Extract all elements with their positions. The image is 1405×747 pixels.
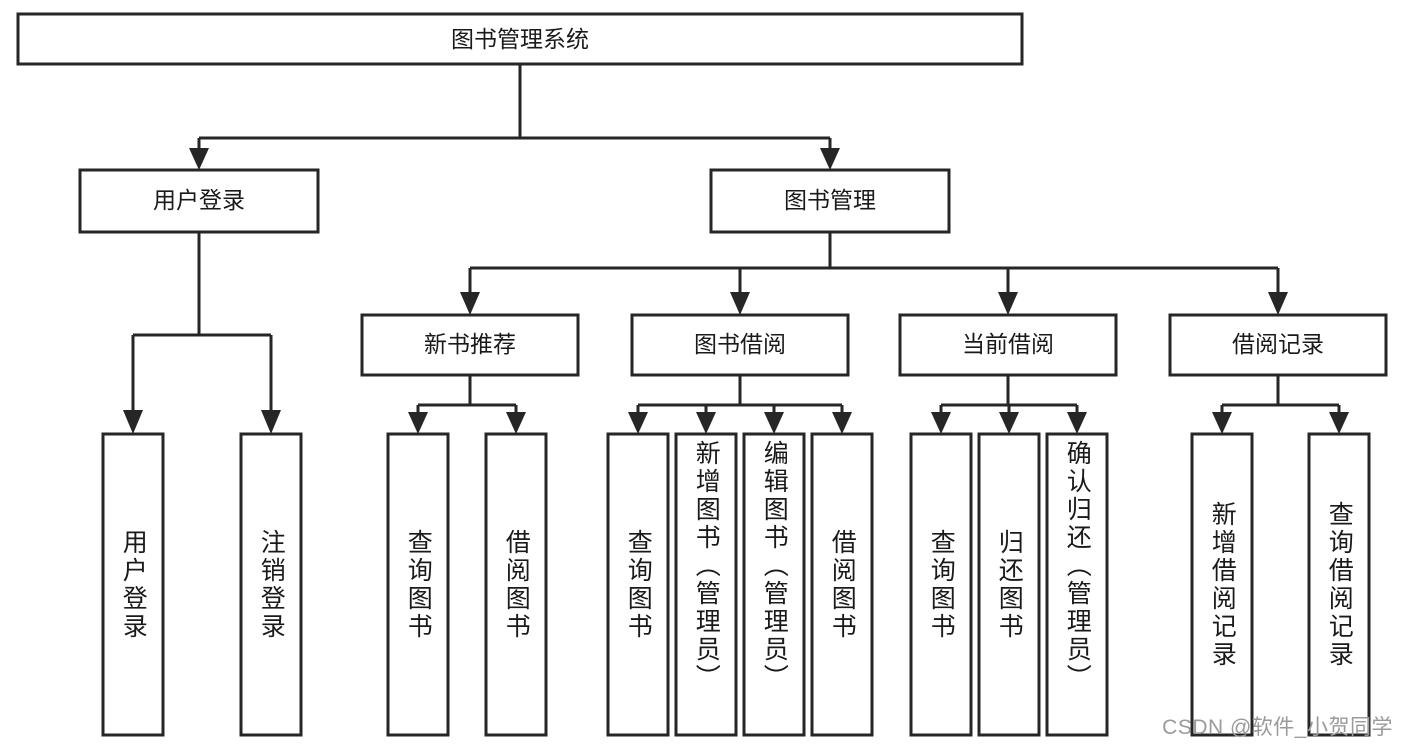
arrowhead-leaf-query-book-1 [408, 412, 428, 434]
arrowhead-book-management [820, 148, 840, 170]
node-box-leaf-return-book[interactable] [977, 432, 1041, 737]
arrowhead-book-borrow [730, 292, 750, 315]
connector-group-user-login [123, 232, 281, 434]
node-box-leaf-query-book-1[interactable] [386, 432, 450, 737]
node-label-book-borrow: 图书借阅 [694, 331, 786, 357]
node-box-user-login[interactable] [78, 168, 320, 234]
node-box-leaf-edit-book[interactable] [742, 432, 806, 737]
node-box-current-borrow[interactable] [898, 313, 1118, 377]
node-box-leaf-borrow-book-1[interactable] [484, 432, 548, 737]
arrowhead-current-borrow [998, 292, 1018, 315]
arrowhead-leaf-borrow-book-2 [832, 412, 852, 434]
connector-group-book-management [460, 232, 1288, 315]
arrowhead-leaf-query-book-3 [931, 412, 951, 434]
node-box-root[interactable] [16, 12, 1024, 66]
node-box-leaf-add-record[interactable] [1190, 432, 1254, 737]
node-label-current-borrow: 当前借阅 [962, 331, 1054, 357]
node-box-new-book-recommend[interactable] [360, 313, 580, 377]
arrowhead-leaf-logout [261, 410, 281, 434]
node-box-leaf-query-book-2[interactable] [606, 432, 670, 737]
arrowhead-user-login [189, 148, 209, 170]
node-label-borrow-record: 借阅记录 [1232, 331, 1324, 357]
node-label-book-management: 图书管理 [784, 187, 876, 213]
arrowhead-leaf-query-record [1329, 412, 1349, 434]
connector-group-book-borrow [628, 375, 852, 434]
node-box-leaf-confirm-return[interactable] [1045, 432, 1109, 737]
node-box-book-borrow[interactable] [630, 313, 850, 377]
connector-group-root [189, 64, 840, 170]
node-box-book-management[interactable] [709, 168, 951, 234]
node-box-leaf-query-record[interactable] [1307, 432, 1371, 737]
node-box-leaf-add-book[interactable] [674, 432, 738, 737]
node-box-leaf-logout[interactable] [239, 432, 303, 737]
arrowhead-leaf-user-login [123, 410, 143, 434]
arrowhead-leaf-confirm-return [1067, 412, 1087, 434]
node-label-root: 图书管理系统 [451, 26, 589, 52]
arrowhead-leaf-query-book-2 [628, 412, 648, 434]
node-box-borrow-record[interactable] [1168, 313, 1388, 377]
arrowhead-leaf-borrow-book-1 [506, 412, 526, 434]
node-label-new-book-recommend: 新书推荐 [424, 331, 516, 357]
arrowhead-new-book-recommend [460, 292, 480, 315]
node-box-leaf-query-book-3[interactable] [909, 432, 973, 737]
connector-group-borrow-record [1212, 375, 1349, 434]
node-box-leaf-user-login[interactable] [101, 432, 165, 737]
node-box-leaf-borrow-book-2[interactable] [810, 432, 874, 737]
connector-group-new-book-recommend [408, 375, 526, 434]
arrowhead-borrow-record [1268, 292, 1288, 315]
csdn-watermark: CSDN @软件_小贺同学 [1162, 716, 1393, 739]
connector-group-current-borrow [931, 375, 1087, 434]
arrowhead-leaf-edit-book [764, 412, 784, 434]
arrowhead-leaf-add-record [1212, 412, 1232, 434]
arrowhead-leaf-return-book [999, 412, 1019, 434]
node-label-user-login: 用户登录 [153, 187, 245, 213]
arrowhead-leaf-add-book [696, 412, 716, 434]
